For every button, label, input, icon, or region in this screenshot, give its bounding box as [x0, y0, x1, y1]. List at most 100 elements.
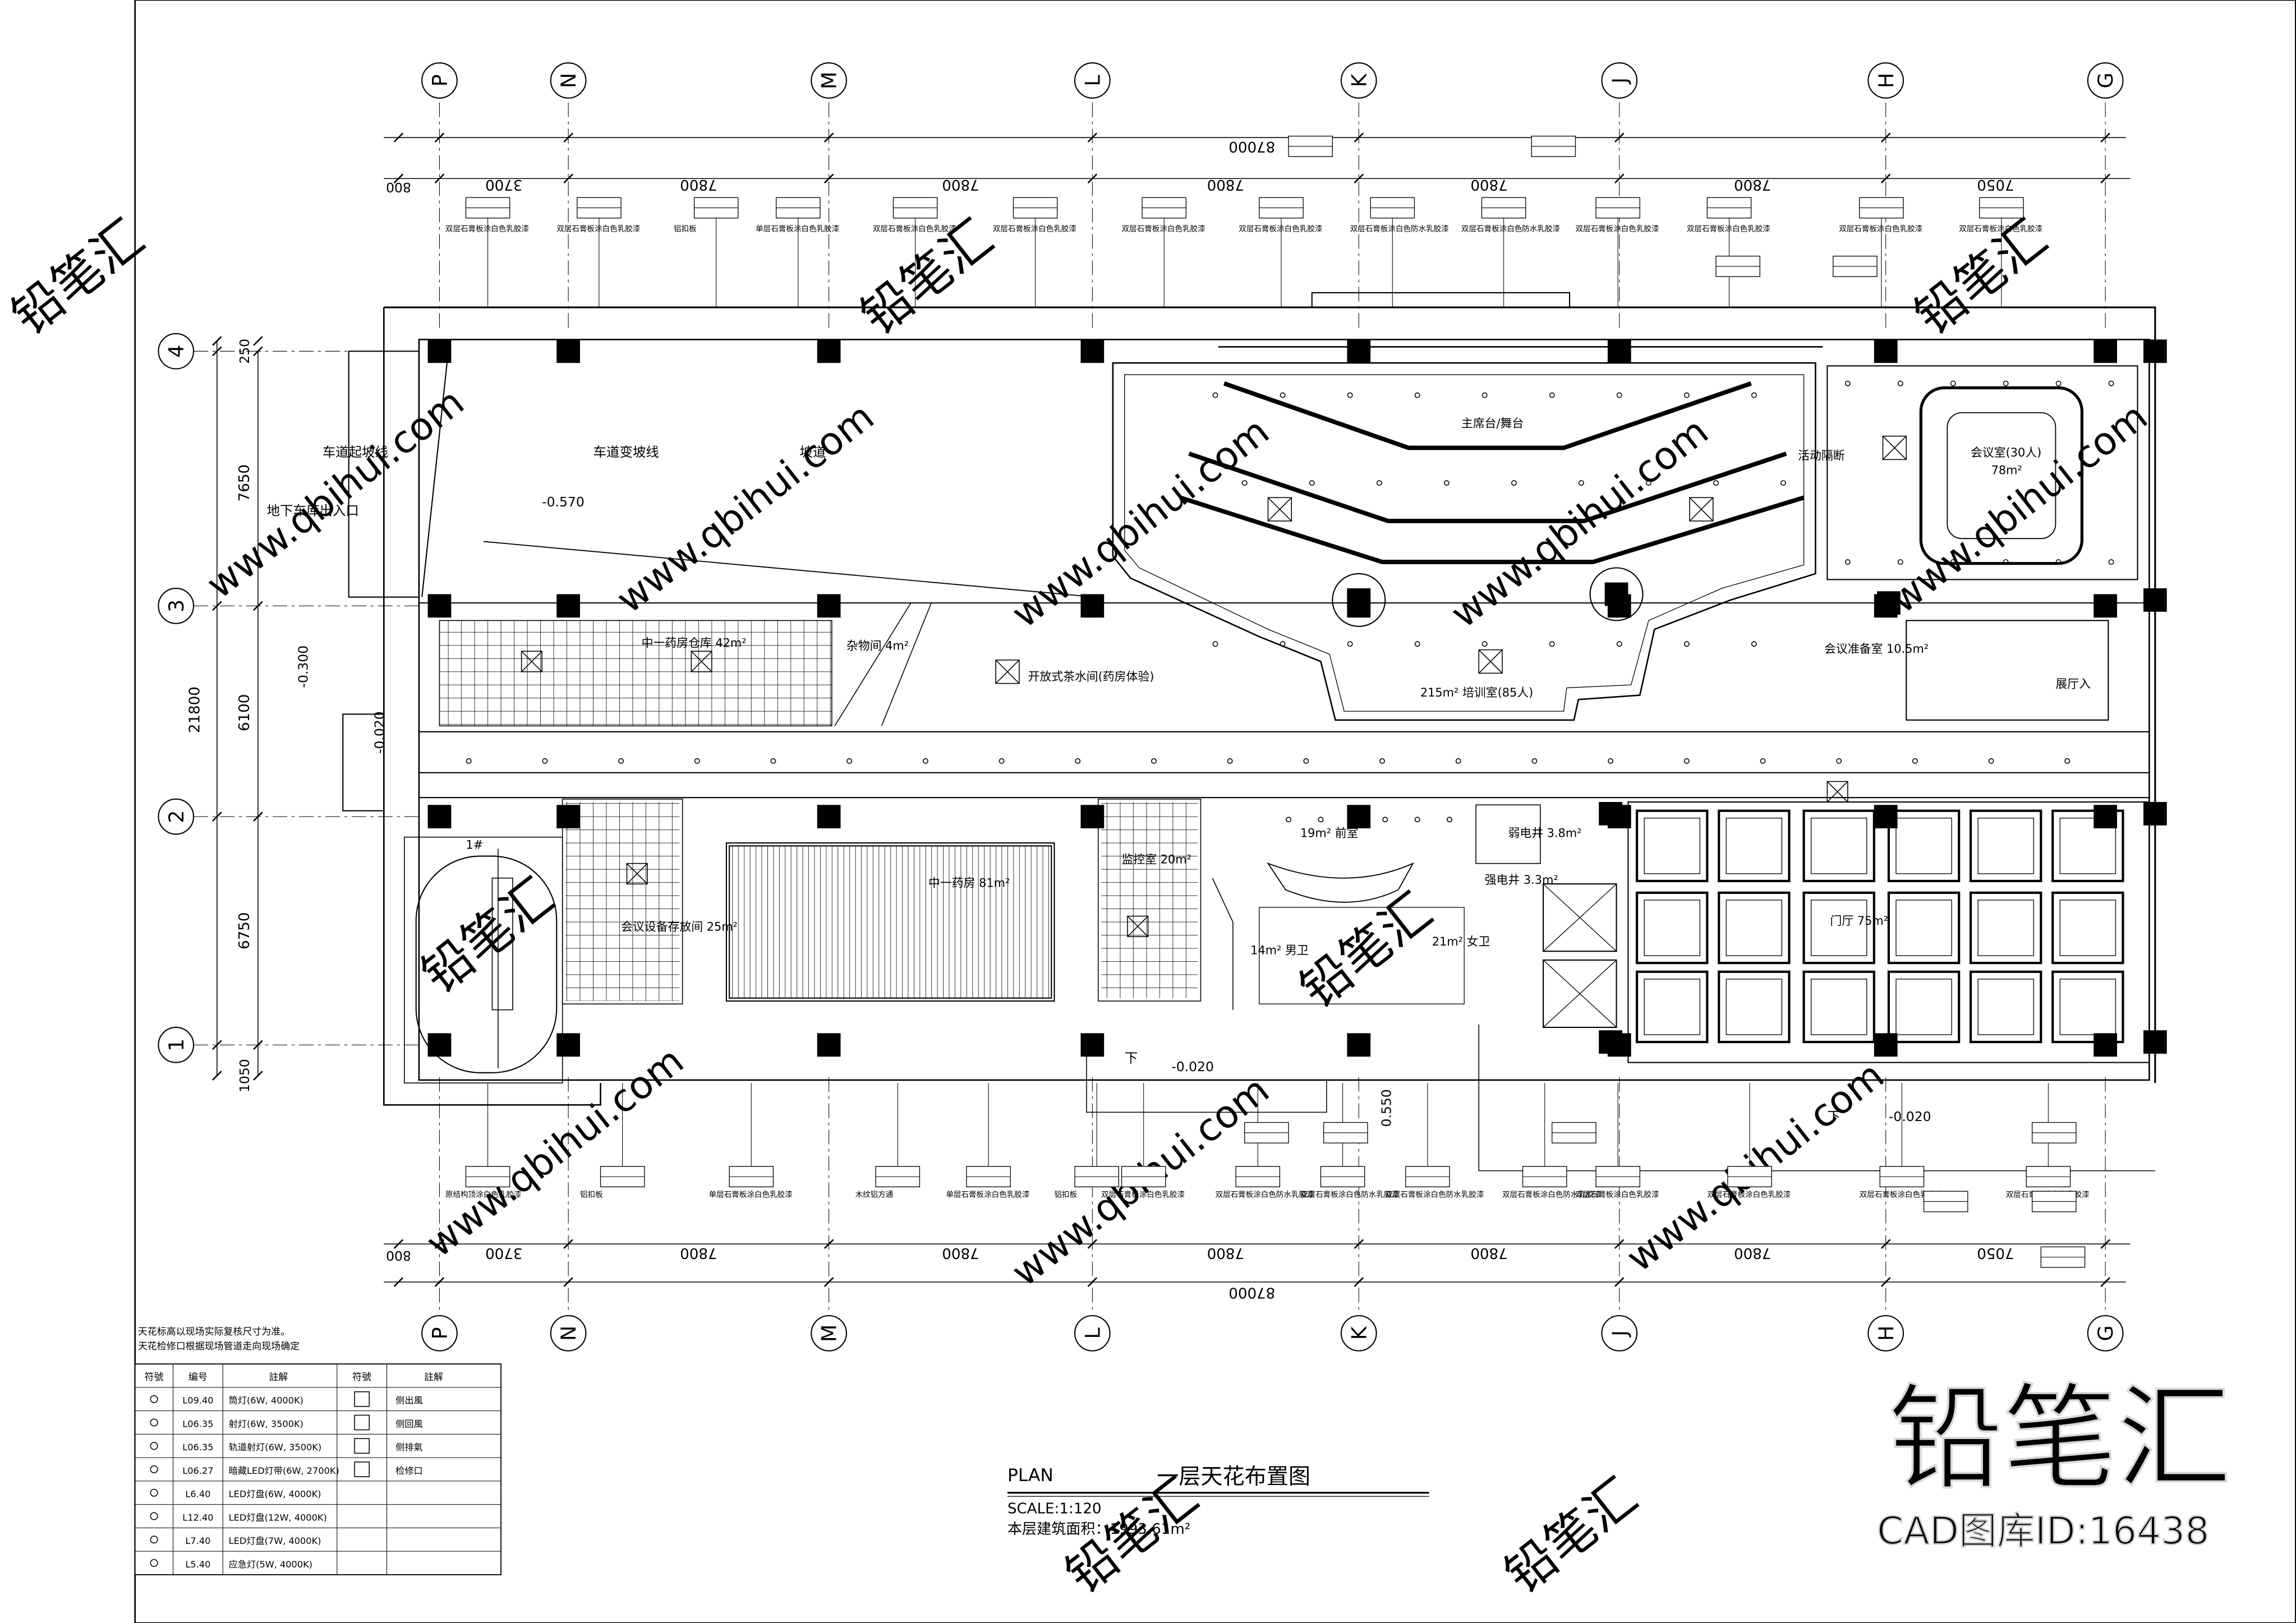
led-strips [1179, 381, 1805, 564]
label-meeting-store: 会议设备存放间 25m² [621, 920, 738, 934]
downlight-icon [1350, 817, 1356, 823]
downlight-icon [1549, 392, 1555, 398]
downlight-icon [1481, 641, 1488, 647]
material-tag: 单层石膏板涂白色乳胶漆 [709, 1190, 793, 1200]
column [427, 339, 452, 363]
downlight-icon [1481, 392, 1488, 398]
axis-bubble [1074, 62, 1111, 99]
material-tag: 双层石膏板涂白色防水乳胶漆 [1502, 1190, 1601, 1200]
axis-bubble [421, 1315, 458, 1352]
material-tag: 铝扣板 [580, 1191, 603, 1200]
axis-label: 2 [164, 810, 188, 823]
legend-text: 应急灯(5W, 4000K) [229, 1559, 312, 1570]
column [427, 1033, 452, 1057]
axis-label: G [2093, 1325, 2118, 1341]
column [2093, 1033, 2118, 1057]
downlight-icon [1379, 758, 1385, 764]
legend-code: L06.35 [182, 1442, 213, 1453]
exhaust-vent-icon [354, 1438, 370, 1454]
downlight-icon [922, 758, 928, 764]
structural-columns [427, 339, 2167, 1057]
downlight-icon [1751, 641, 1757, 647]
dim-span: 7050 [1977, 1244, 2014, 1261]
label-level: -0.020 [1171, 1059, 1214, 1075]
label-meeting-area: 78m² [1991, 463, 2022, 477]
return-vent-icon [354, 1414, 370, 1431]
downlight-icon [1151, 758, 1157, 764]
lobby-coffers [1636, 809, 2124, 1044]
dim-span: 7800 [1734, 1244, 1771, 1261]
material-tag: 双层石膏板涂白色乳胶漆 [1860, 1190, 1943, 1200]
downlight-icon [1646, 480, 1651, 486]
column [817, 594, 841, 618]
downlight-icon [1531, 758, 1538, 764]
downlight-icon [1844, 380, 1851, 386]
access-panels [521, 435, 1907, 937]
downlight-icon [694, 758, 700, 764]
downlight-icon [1760, 758, 1766, 764]
label-stage: 主席台/舞台 [1461, 417, 1524, 430]
label-lobby: 门厅 75m² [1830, 914, 1889, 928]
material-tag: 双层石膏板涂白色防水乳胶漆 [1300, 1190, 1399, 1200]
downlight-icon [1950, 559, 1956, 565]
axis-label: K [1347, 1326, 1371, 1340]
downlight-icon [2055, 559, 2062, 565]
dim-edge: 800 [386, 179, 411, 195]
axis-label: M [817, 72, 841, 90]
column [556, 1033, 580, 1057]
label-mens: 14m² 男卫 [1250, 943, 1309, 957]
column [2143, 1030, 2167, 1054]
column [1607, 339, 1631, 363]
axis-label: P [428, 1327, 452, 1339]
label-misc: 杂物间 4m² [846, 639, 909, 653]
dim-span: 7800 [942, 176, 979, 193]
downlight-icon [2108, 380, 2114, 386]
downlight-icon [1683, 758, 1690, 764]
label-ramp-start: 车道起坡线 [323, 444, 388, 460]
material-tag: 原结构顶涂白色乳胶漆 [445, 1190, 521, 1200]
label-stair: 1# [466, 838, 483, 852]
legend-text: 射灯(6W, 3500K) [229, 1418, 303, 1429]
watermark-logo: 铅笔汇 [1889, 1373, 2231, 1506]
dimension-lines [217, 137, 2131, 1283]
column [1877, 591, 1901, 615]
legend-text: LED灯盘(6W, 4000K) [229, 1489, 321, 1500]
room-labels: 车道起坡线 地下车库出入口 车道变坡线 坡道 -0.570 -0.300 -0.… [267, 417, 2091, 1127]
downlight-icon [1897, 380, 1903, 386]
axis-label: H [1874, 1326, 1898, 1341]
downlight-icon [1414, 817, 1420, 823]
dim-edge: 800 [386, 1248, 411, 1264]
downlight-icon [1212, 641, 1218, 647]
label-meeting-prep: 会议准备室 10.5m² [1824, 642, 1929, 656]
dim-span: 7800 [680, 176, 717, 193]
column [2093, 805, 2118, 829]
axis-bubble [1867, 1315, 1904, 1352]
legend-code: L12.40 [182, 1512, 213, 1523]
column [2093, 594, 2118, 618]
column [1080, 339, 1105, 363]
label-level: 0.550 [1379, 1089, 1395, 1127]
axis-label: M [817, 1325, 841, 1343]
downlight-icon [1280, 641, 1286, 647]
material-tag: 双层石膏板涂白色乳胶漆 [1707, 1190, 1791, 1200]
label-down: 下 [1827, 1109, 1840, 1124]
legend-header: 符號 [352, 1371, 371, 1382]
material-tag: 双层石膏板涂白色防水乳胶漆 [1216, 1190, 1314, 1200]
column [1080, 805, 1105, 829]
axis-bubble [158, 1026, 195, 1063]
label-level: -0.570 [542, 494, 585, 510]
column [1347, 339, 1371, 363]
downlight-icon [1455, 758, 1461, 764]
dim-span: 7800 [1470, 1244, 1507, 1261]
downlight-icon [1683, 392, 1690, 398]
axis-bubble [2087, 1315, 2124, 1352]
led-panel-icon [150, 1488, 158, 1497]
axis-label: J [1608, 1330, 1632, 1338]
dim-span: 7800 [1734, 176, 1771, 193]
downlight-icon [1683, 641, 1690, 647]
watermark-brand: 铅笔汇 [1, 209, 154, 346]
material-tag: 双层石膏板涂白色乳胶漆 [993, 224, 1076, 233]
